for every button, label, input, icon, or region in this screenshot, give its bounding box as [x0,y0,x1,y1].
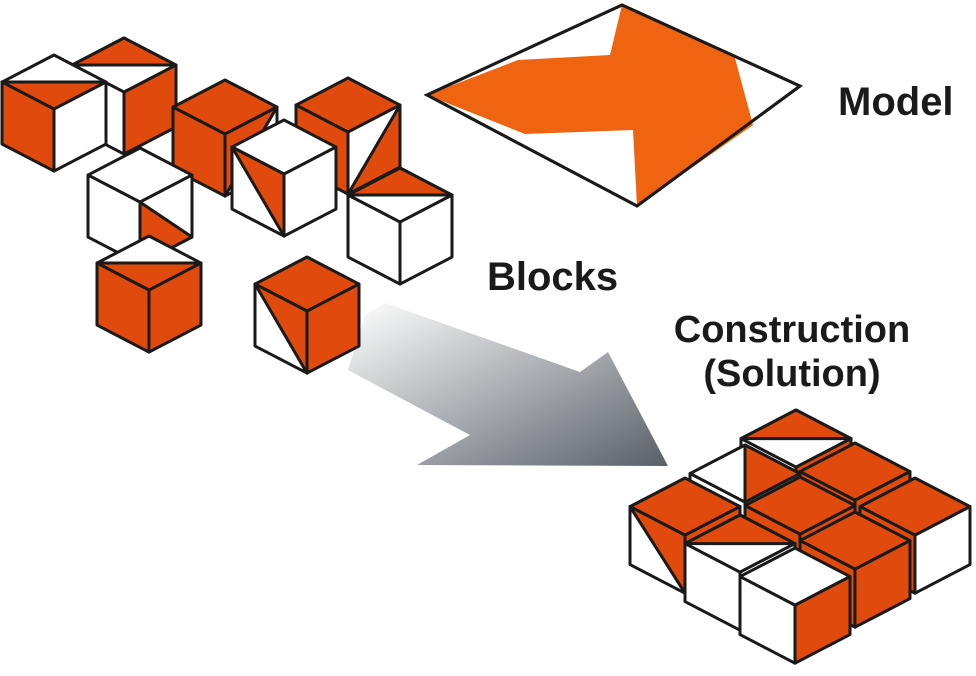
loose-block [346,166,454,286]
blocks-group [0,36,454,375]
loose-block [230,118,338,238]
blocks-label: Blocks [487,255,619,299]
construction-label: Construction (Solution) [672,308,912,396]
transition-arrow [348,303,668,466]
model-diamond [423,3,803,208]
model-arrow-shape [427,5,753,206]
construction-title: Construction [673,309,911,351]
loose-block [253,255,361,375]
loose-block [0,53,108,173]
model-label: Model [838,80,954,124]
loose-block [95,234,203,354]
construction-block [738,546,852,665]
solution-subtitle: (Solution) [703,353,881,395]
construction-group [628,408,972,665]
